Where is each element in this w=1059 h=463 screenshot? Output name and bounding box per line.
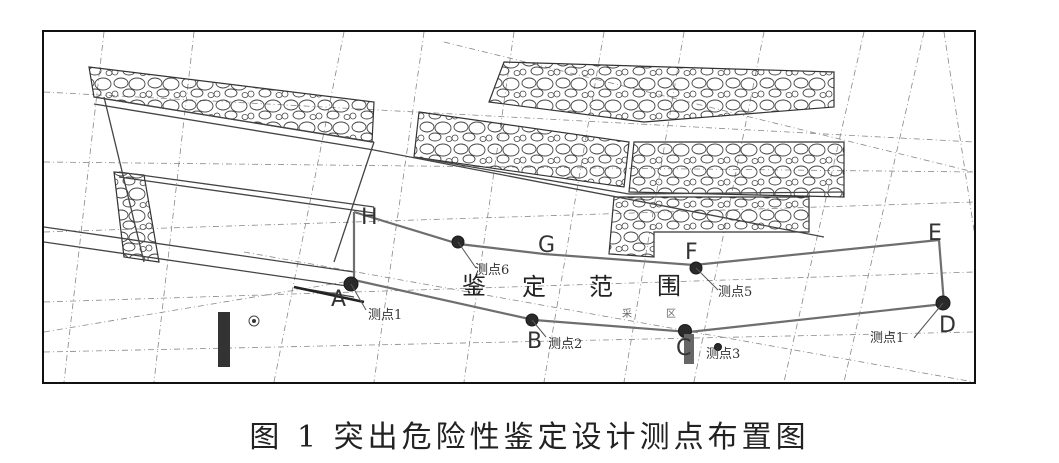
corner-label-d: D (939, 313, 956, 338)
survey-benchmark-dot (252, 319, 256, 323)
measurement-point-label-1: 测点1 (368, 308, 402, 323)
corner-label-c: C (676, 336, 691, 361)
evaluation-boundary (352, 210, 946, 334)
measurement-point-label-6: 测点6 (475, 263, 509, 278)
measurement-point-3b-marker (714, 343, 722, 351)
zone-label-char-4: 围 (657, 272, 681, 300)
shaft-marker (218, 312, 230, 367)
section-line-a (293, 285, 365, 304)
corner-label-e: E (928, 221, 942, 246)
measurement-point-label-4: 测点1 (870, 331, 904, 346)
measurement-point-label-2: 测点2 (548, 337, 582, 352)
corner-label-g: G (538, 233, 555, 258)
figure-frame: A B C D E F G H 测点1 测点2 测点3 测点1 测点5 测点6 … (42, 30, 976, 384)
rock-pillar-left (88, 66, 375, 263)
mine-plan-drawing: A B C D E F G H 测点1 测点2 测点3 测点1 测点5 测点6 … (44, 32, 974, 382)
sub-zone-char-2: 区 (666, 308, 676, 320)
corner-label-h: H (361, 205, 378, 230)
shaft-marker-c (684, 334, 694, 364)
zone-label-char-1: 鉴 (462, 272, 486, 300)
corner-label-b: B (527, 329, 542, 354)
corner-label-f: F (685, 240, 698, 265)
corner-label-a: A (331, 287, 346, 312)
measurement-point-label-5: 测点5 (718, 285, 752, 300)
survey-benchmark-icon (248, 315, 260, 327)
zone-label-char-2: 定 (522, 273, 546, 301)
rock-pillar-center (413, 61, 845, 258)
zone-label-char-3: 范 (589, 273, 613, 301)
sub-zone-char-1: 采 (622, 308, 632, 320)
leader-lines (350, 241, 944, 339)
roadway-lines (44, 96, 845, 298)
measurement-point-label-3: 测点3 (706, 347, 740, 362)
figure-caption: 图 1 突出危险性鉴定设计测点布置图 (249, 420, 810, 455)
